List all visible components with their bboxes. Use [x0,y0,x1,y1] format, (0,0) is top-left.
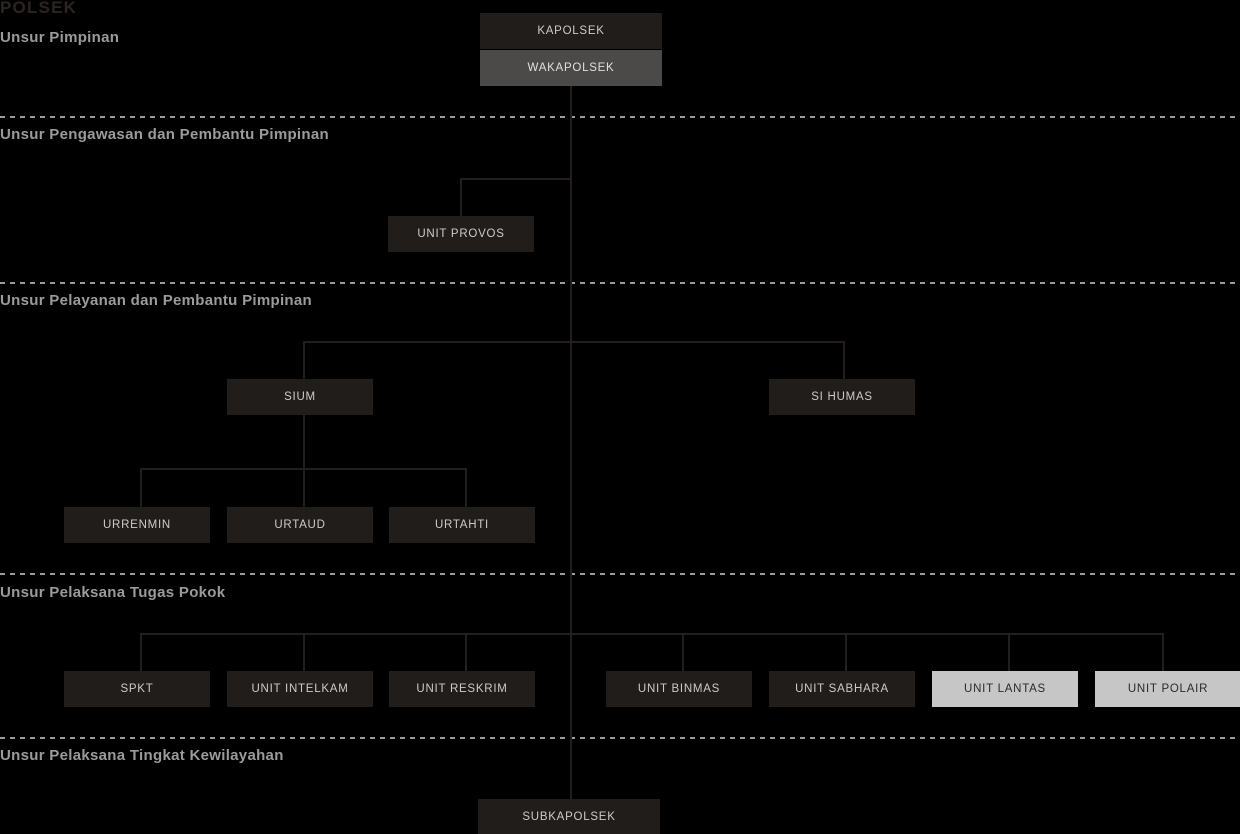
connector-urtaud-drop [303,468,305,508]
connector-urtahti-drop [465,468,467,508]
node-kapolsek[interactable]: KAPOLSEK [480,13,662,49]
section-divider-1 [0,116,1240,118]
connector-reskrim-drop [465,633,467,672]
connector-polair-drop [1162,633,1164,672]
section-label-unsur-pengawasan: Unsur Pengawasan dan Pembantu Pimpinan [0,126,329,143]
node-unit-binmas[interactable]: UNIT BINMAS [606,671,752,707]
connector-sihumas-drop [843,341,845,379]
connector-binmas-drop [682,633,684,672]
section-label-unsur-pelaksana-tugas-pokok: Unsur Pelaksana Tugas Pokok [0,584,226,601]
connector-main-spine [570,86,572,800]
connector-lantas-drop [1008,633,1010,672]
node-subkapolsek[interactable]: SUBKAPOLSEK [478,799,660,834]
connector-urrenmin-drop [140,468,142,508]
connector-sium-stem [303,415,305,469]
connector-tugas-pokok-bus [140,633,1164,635]
node-unit-reskrim[interactable]: UNIT RESKRIM [389,671,535,707]
node-unit-provos[interactable]: UNIT PROVOS [388,216,534,252]
node-unit-intelkam[interactable]: UNIT INTELKAM [227,671,373,707]
connector-sium-drop [303,341,305,379]
page-title: POLSEK [0,0,78,17]
node-spkt[interactable]: SPKT [64,671,210,707]
node-unit-lantas[interactable]: UNIT LANTAS [932,671,1078,707]
connector-pelayanan-bus [303,341,845,343]
node-urtahti[interactable]: URTAHTI [389,507,535,543]
section-divider-2 [0,282,1240,284]
node-si-humas[interactable]: SI HUMAS [769,379,915,415]
connector-spkt-drop [140,633,142,672]
connector-provos-drop [460,178,462,216]
section-label-unsur-pelaksana-tingkat-kewilayahan: Unsur Pelaksana Tingkat Kewilayahan [0,747,284,764]
section-label-unsur-pimpinan: Unsur Pimpinan [0,29,120,46]
section-label-unsur-pelayanan: Unsur Pelayanan dan Pembantu Pimpinan [0,292,313,309]
section-divider-3 [0,573,1240,575]
node-unit-sabhara[interactable]: UNIT SABHARA [769,671,915,707]
node-urrenmin[interactable]: URRENMIN [64,507,210,543]
node-sium[interactable]: SIUM [227,379,373,415]
node-wakapolsek[interactable]: WAKAPOLSEK [480,50,662,86]
section-divider-4 [0,737,1240,739]
connector-intelkam-drop [303,633,305,672]
node-unit-polair[interactable]: UNIT POLAIR [1095,671,1240,707]
connector-provos-horizontal [460,178,572,180]
node-urtaud[interactable]: URTAUD [227,507,373,543]
connector-sabhara-drop [845,633,847,672]
